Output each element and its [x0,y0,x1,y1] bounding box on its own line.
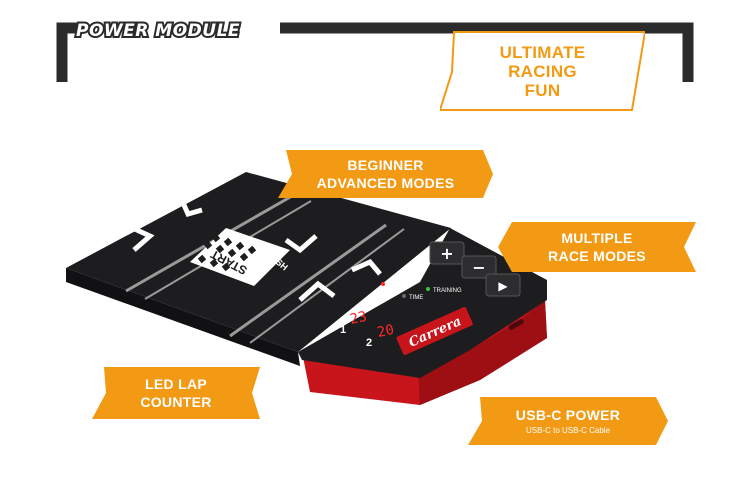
play-label: ▶ [498,279,508,293]
ultimate-line-2: RACING [508,61,577,81]
mode-time: TIME [409,295,423,301]
led-lap-counter-badge: LED LAP COUNTER [92,367,260,419]
ultimate-line-3: FUN [524,80,561,100]
usb-c-port [508,319,524,330]
play-button: ▶ [485,273,521,297]
lane-1-number: 1 [340,324,346,336]
mode-training: TRAINING [433,288,462,294]
beginner-line-1: BEGINNER [347,157,424,173]
page-title: POWER MODULE [74,19,242,43]
multiple-line-2: RACE MODES [548,248,646,264]
ultimate-racing-fun-badge: ULTIMATE RACING FUN [440,30,645,112]
lane-2-number: 2 [366,337,372,349]
lane-1-display: 23 [349,309,369,328]
plus-button: + [429,241,465,265]
minus-button: − [461,255,497,279]
plus-label: + [440,244,453,263]
multiple-race-modes-badge: MULTIPLE RACE MODES [498,222,696,272]
beginner-line-2: ADVANCED MODES [316,175,455,191]
beginner-advanced-modes-badge: BEGINNER ADVANCED MODES [278,150,493,198]
mode-laps: LAPS [388,283,403,289]
led-line-2: COUNTER [140,394,212,410]
usb-subtitle: USB-C to USB-C Cable [525,426,611,435]
usb-title: USB-C POWER [515,407,621,423]
usb-c-power-badge: USB-C POWER USB-C to USB-C Cable [468,397,668,445]
multiple-line-1: MULTIPLE [561,230,633,246]
led-line-1: LED LAP [145,376,207,392]
lane-2-display: 20 [376,322,396,341]
minus-label: − [472,258,485,277]
ultimate-line-1: ULTIMATE [499,42,586,62]
